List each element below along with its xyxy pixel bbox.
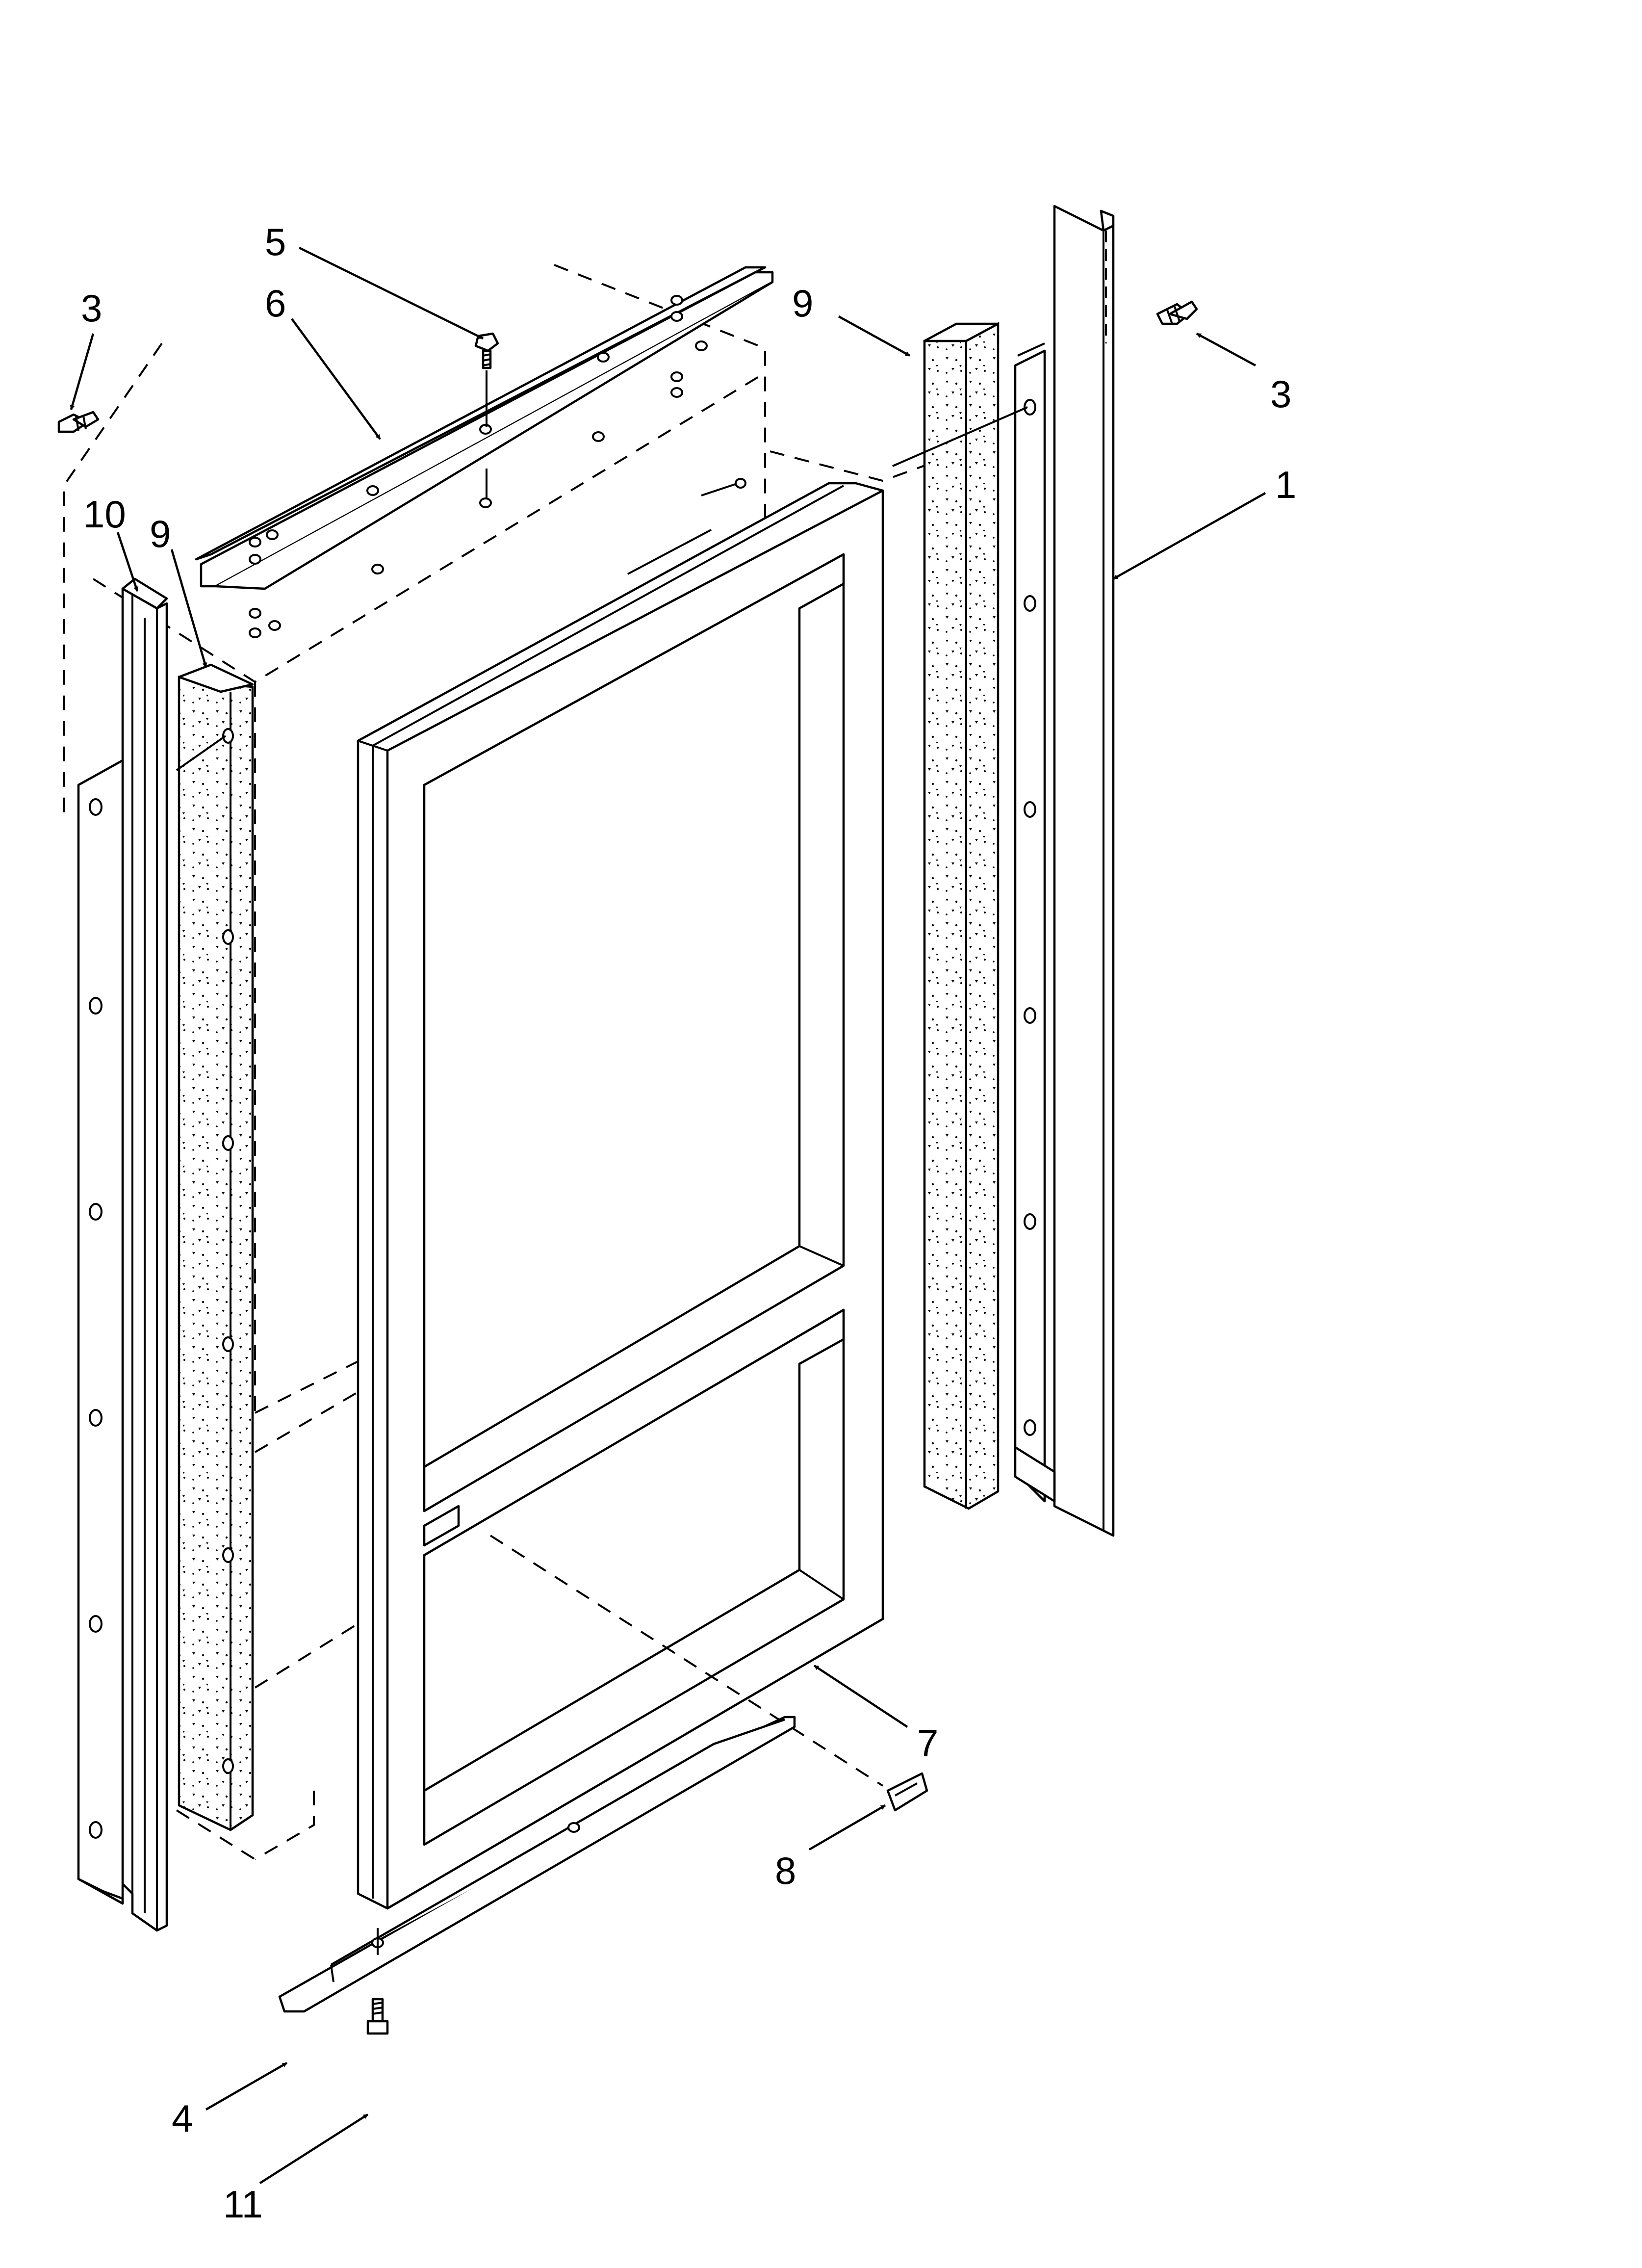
callout-1: 1 <box>1275 463 1296 506</box>
part-9-left-foam-strip <box>176 663 254 1831</box>
part-10-left-trim <box>121 577 168 1932</box>
callout-9-right: 9 <box>792 282 813 325</box>
callout-8: 8 <box>775 1849 796 1892</box>
callout-6: 6 <box>265 282 286 325</box>
callout-7: 7 <box>917 1721 938 1765</box>
part-1-right-trim <box>1017 205 1115 1537</box>
part-8-badge <box>886 1772 928 1812</box>
callout-10: 10 <box>83 493 126 536</box>
left-hinge-bracket <box>77 759 124 1905</box>
part-7-door-frame <box>357 482 884 1910</box>
callout-5: 5 <box>265 220 286 263</box>
callout-3-left: 3 <box>81 287 102 330</box>
part-8-leader-dash <box>489 1535 884 1787</box>
callout-9-left: 9 <box>150 512 171 555</box>
callout-4: 4 <box>172 2097 193 2140</box>
part-3-right-screw <box>1156 300 1198 325</box>
part-9-right-foam-strip <box>923 322 1000 1510</box>
part-11-screw <box>366 1998 389 2035</box>
leader-lines <box>70 246 1266 2184</box>
part-3-left-screw <box>57 411 100 433</box>
callouts: 1 3 3 4 5 6 7 8 9 9 10 11 <box>81 220 1296 2226</box>
part-6-top-bracket <box>195 266 774 638</box>
right-hinge-bracket <box>892 349 1056 1503</box>
callout-11: 11 <box>223 2183 263 2226</box>
part-4-bottom-bracket <box>278 1716 796 2013</box>
callout-3-right: 3 <box>1270 372 1291 416</box>
